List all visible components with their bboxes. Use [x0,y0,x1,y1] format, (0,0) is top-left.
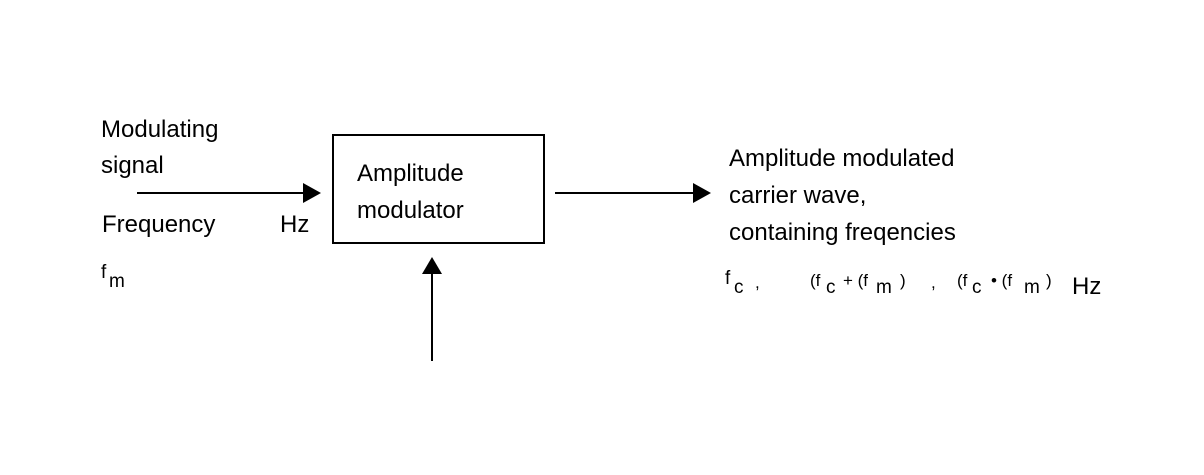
difference-frequency-open: (f [957,271,968,290]
modulator-label-line2: modulator [357,197,464,224]
output-frequency-unit: Hz [1072,273,1102,300]
input-frequency-subscript: m [109,271,125,292]
sum-frequency-subscript-m: m [876,277,892,298]
output-label-line1: Amplitude modulated [729,145,955,172]
carrier-input-arrow [422,257,442,361]
input-arrow [137,183,321,203]
input-signal-label-line1: Modulating [101,116,219,143]
input-frequency-unit: Hz [280,211,310,238]
output-label-line3: containing freqencies [729,219,956,246]
frequency-separator-1: , [755,273,760,292]
input-frequency-label: Frequency [102,211,216,238]
amplitude-modulator-block [332,134,545,244]
output-arrow [555,183,711,203]
output-label-line2: carrier wave, [729,182,867,209]
sum-frequency-close: ) [900,271,906,290]
difference-frequency-operator: • (f [991,271,1013,290]
difference-frequency-subscript-m: m [1024,277,1040,298]
frequency-separator-2: , [931,273,936,292]
difference-frequency-subscript-c: c [972,277,982,298]
sum-frequency-open: (f [810,271,821,290]
sum-frequency-operator: + (f [843,271,869,290]
carrier-frequency-symbol: f [725,268,731,289]
input-frequency-symbol: f [101,262,107,283]
sum-frequency-subscript-c: c [826,277,836,298]
difference-frequency-close: ) [1046,271,1052,290]
carrier-frequency-subscript: c [734,277,744,298]
input-signal-label-line2: signal [101,152,164,179]
modulator-label-line1: Amplitude [357,160,464,187]
